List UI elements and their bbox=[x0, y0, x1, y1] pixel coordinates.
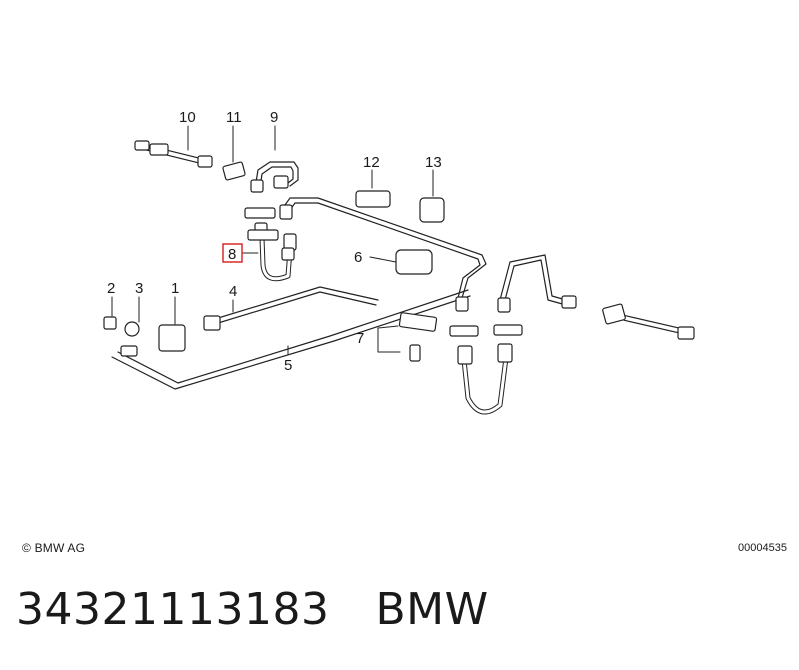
callout-10: 10 bbox=[179, 109, 196, 126]
part-caption: 34321113183 BMW bbox=[16, 584, 489, 635]
callout-7: 7 bbox=[356, 330, 364, 347]
leader-lines bbox=[111, 125, 434, 355]
copyright-notice: © BMW AG bbox=[22, 541, 86, 555]
callout-8-highlight bbox=[222, 243, 243, 263]
callout-5: 5 bbox=[284, 357, 292, 374]
callout-8: 8 bbox=[228, 246, 236, 263]
callout-6: 6 bbox=[354, 249, 362, 266]
diagram-reference-number: 00004535 bbox=[738, 542, 787, 554]
parts-diagram: 10 11 9 12 13 8 6 2 3 1 4 7 5 bbox=[103, 109, 695, 415]
callout-2: 2 bbox=[107, 280, 115, 297]
part-brand: BMW bbox=[375, 584, 489, 635]
callout-9: 9 bbox=[270, 109, 278, 126]
callout-3: 3 bbox=[135, 280, 143, 297]
callout-1: 1 bbox=[171, 280, 179, 297]
callout-11: 11 bbox=[226, 109, 242, 126]
callout-12: 12 bbox=[363, 154, 380, 171]
part-number: 34321113183 bbox=[16, 584, 330, 635]
brake-line-right bbox=[499, 254, 567, 306]
callout-13: 13 bbox=[425, 154, 442, 171]
callout-4: 4 bbox=[229, 283, 237, 300]
brake-line-9 bbox=[254, 161, 487, 299]
